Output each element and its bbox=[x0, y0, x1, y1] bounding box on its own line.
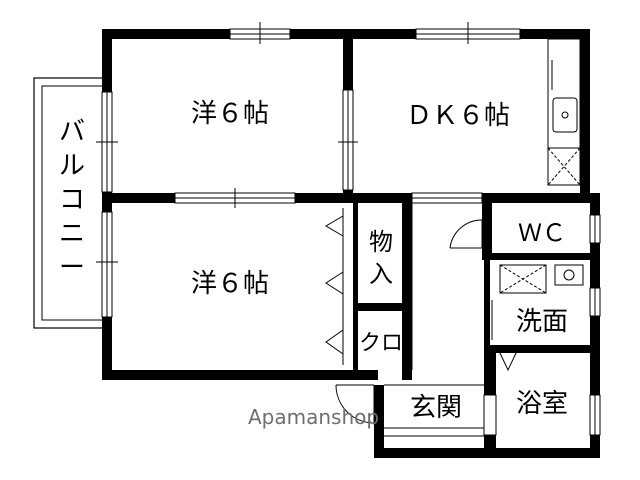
entrance-area bbox=[384, 384, 497, 437]
bath-window bbox=[589, 394, 601, 436]
wc-door bbox=[449, 219, 483, 249]
washroom-fixtures bbox=[491, 264, 584, 340]
room-label-storage-1: 物 bbox=[369, 228, 393, 256]
room-label-balcony-1: バ bbox=[59, 117, 85, 147]
sliding-door-western-rooms bbox=[174, 188, 296, 208]
wc-window bbox=[589, 214, 601, 244]
room-label-balcony-4: ニ bbox=[59, 219, 85, 249]
window-top-right bbox=[415, 22, 521, 44]
front-door bbox=[335, 384, 375, 424]
room-label-closet: クロ bbox=[359, 331, 403, 356]
room-label-dk: ＤＫ６帖 bbox=[406, 101, 510, 131]
room-label-wc: ＷＣ bbox=[518, 219, 566, 247]
washroom-window bbox=[589, 287, 601, 317]
window-top-left bbox=[229, 22, 291, 44]
room-label-entrance: 玄関 bbox=[410, 393, 462, 423]
room-label-balcony-3: コ bbox=[59, 185, 85, 215]
watermark: Apamanshop bbox=[248, 405, 379, 429]
room-label-washroom: 洗面 bbox=[516, 307, 568, 337]
room-label-balcony-2: ル bbox=[59, 151, 85, 181]
room-label-bath: 浴室 bbox=[516, 389, 568, 419]
room-label-western-top: 洋６帖 bbox=[191, 99, 269, 129]
sliding-door-between-rooms bbox=[338, 89, 358, 191]
room-label-western-bottom: 洋６帖 bbox=[191, 269, 269, 299]
room-label-balcony-5: ー bbox=[59, 253, 85, 283]
corridor-opening bbox=[411, 192, 483, 204]
storage-doors bbox=[325, 208, 344, 365]
bath-door bbox=[499, 352, 517, 372]
balcony-door-top bbox=[96, 91, 118, 193]
kitchen-counter bbox=[547, 38, 581, 186]
balcony-door-bottom bbox=[96, 211, 118, 318]
room-label-storage-2: 入 bbox=[369, 260, 393, 288]
